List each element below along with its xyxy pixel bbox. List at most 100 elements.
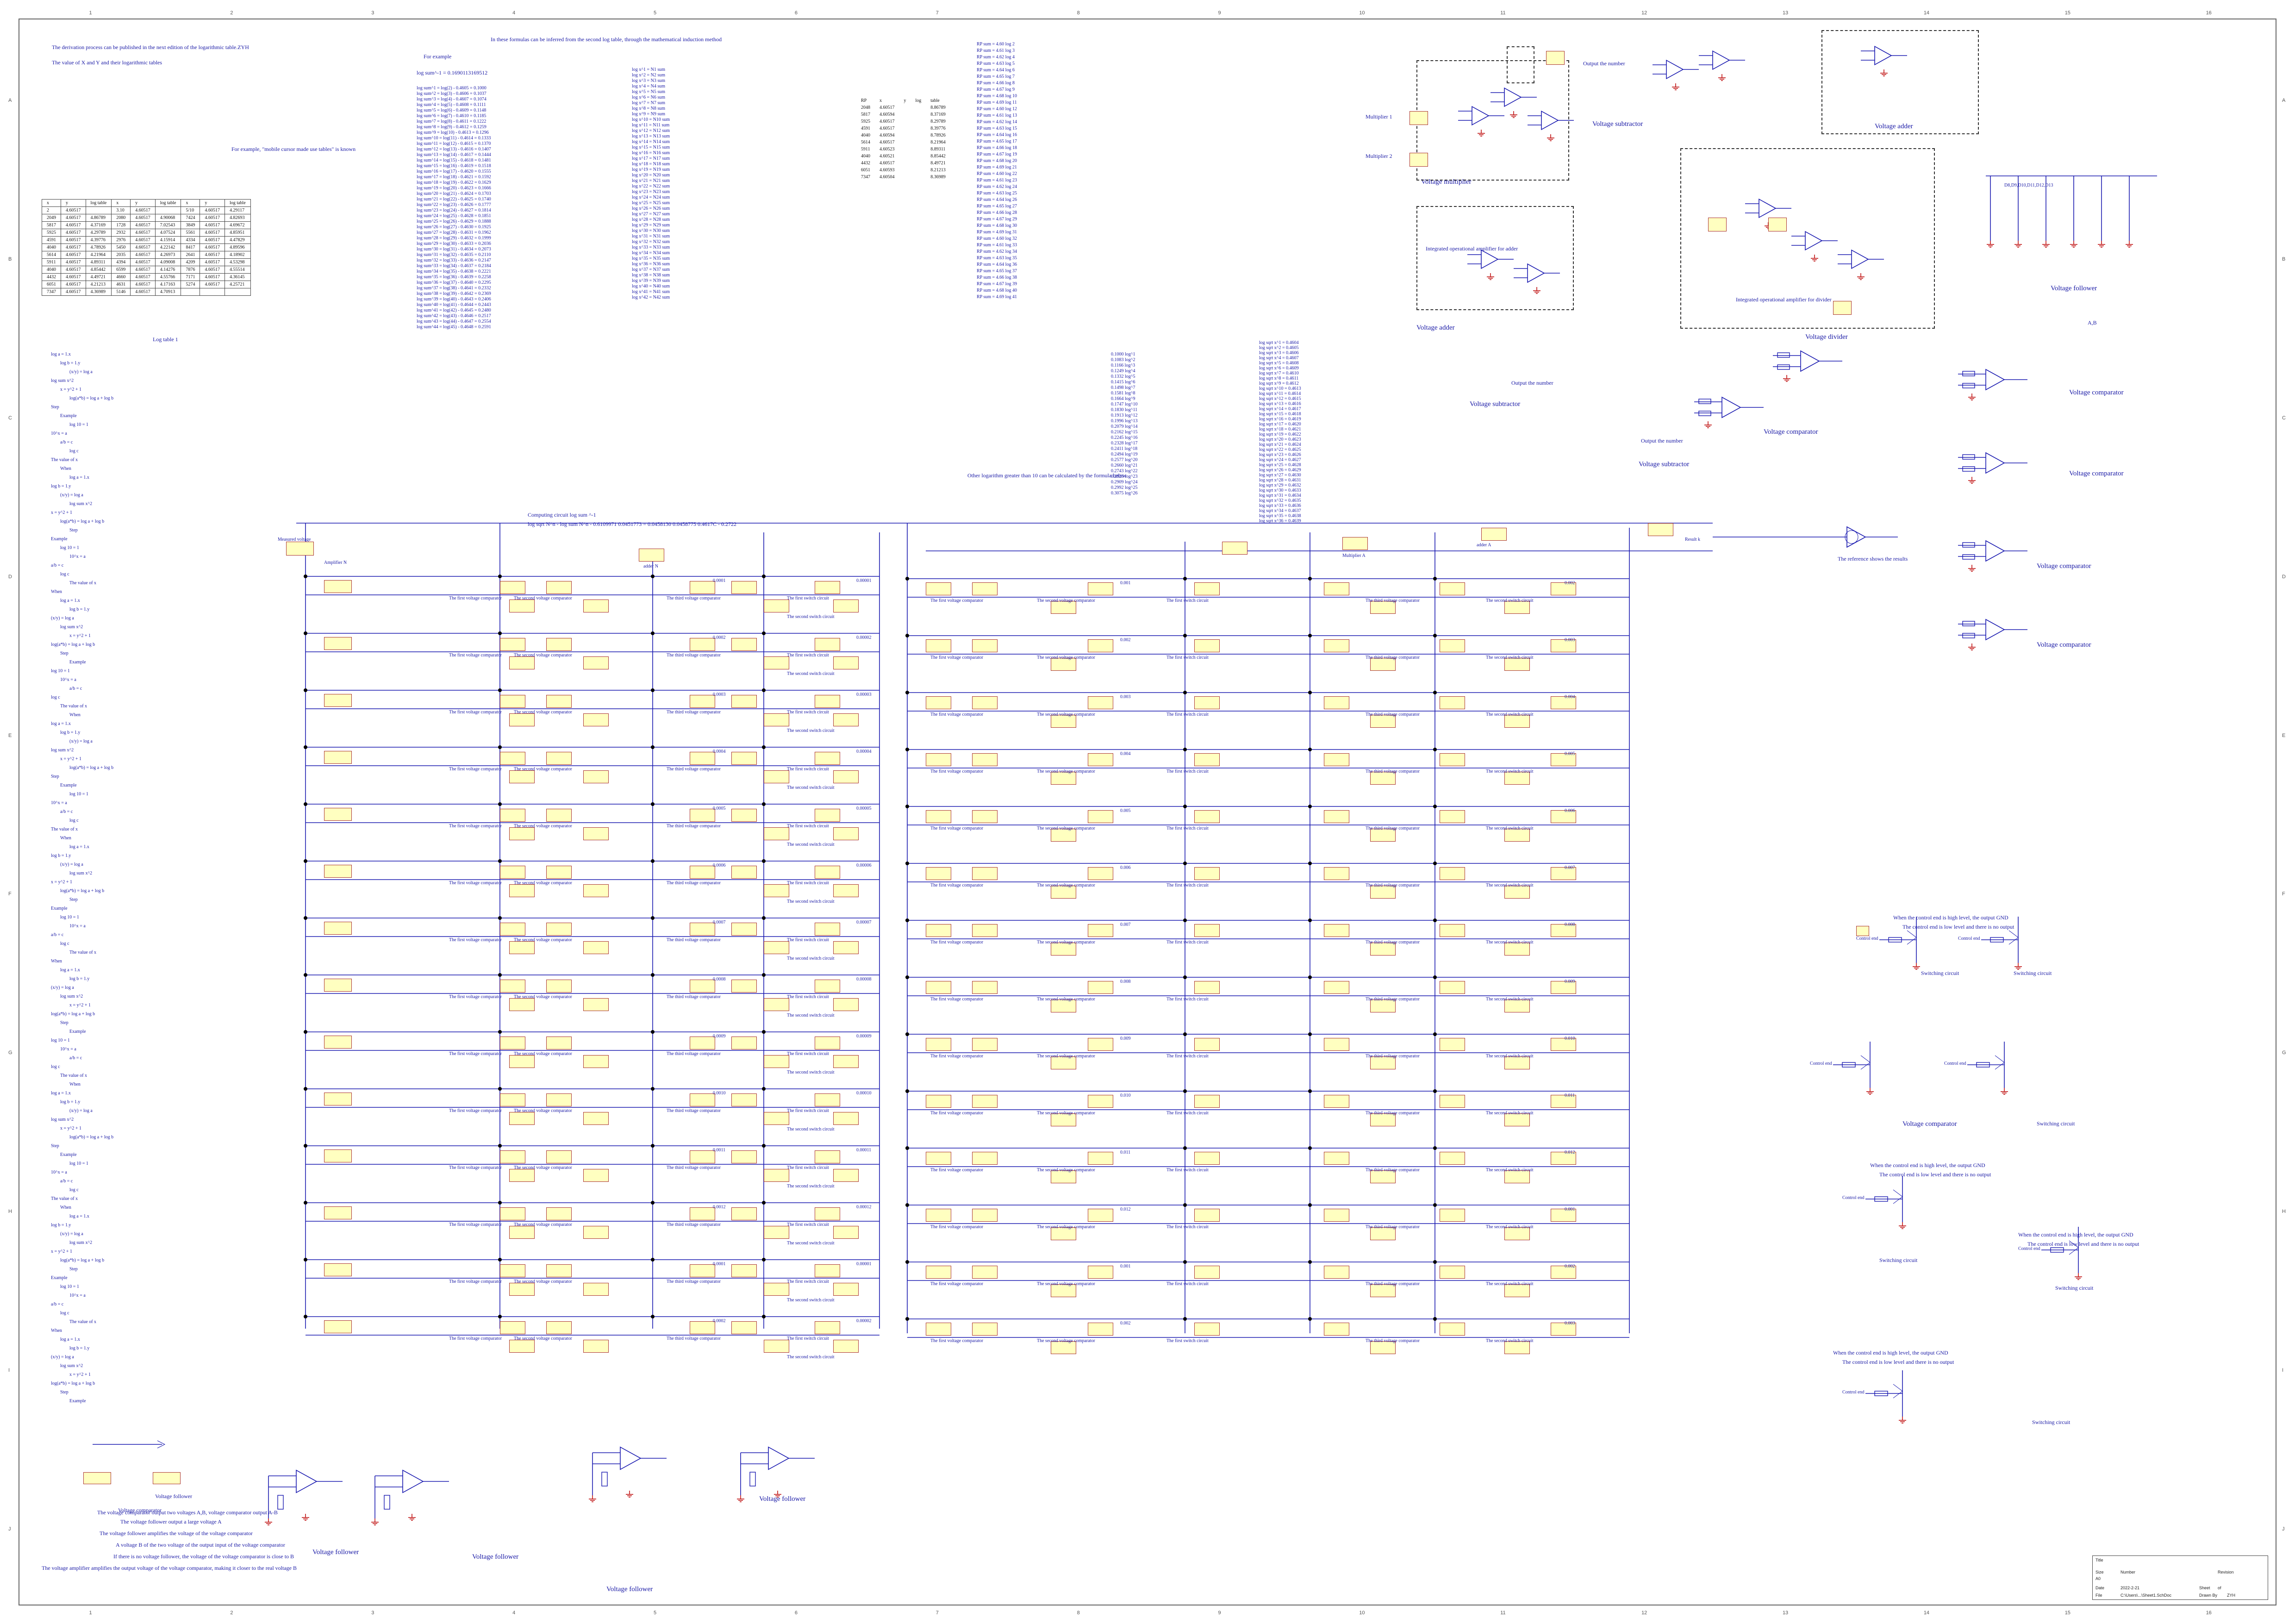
switch-block[interactable] — [1551, 639, 1576, 652]
comparator-block[interactable] — [1088, 1323, 1113, 1336]
comparator-block[interactable] — [1370, 715, 1396, 728]
comparator-block[interactable] — [1324, 639, 1349, 652]
switch-block[interactable] — [815, 638, 840, 651]
measured-voltage-block[interactable] — [926, 924, 951, 937]
comparator-block[interactable] — [1194, 1152, 1220, 1165]
comparator-block[interactable] — [546, 809, 572, 822]
comparator-block[interactable] — [1324, 1323, 1349, 1336]
ic-chip-block[interactable] — [1708, 218, 1727, 231]
comparator-block[interactable] — [972, 1095, 998, 1108]
comparator-block[interactable] — [690, 1093, 715, 1106]
measured-voltage-block[interactable] — [926, 1095, 951, 1108]
comparator-block[interactable] — [546, 1264, 572, 1277]
comparator-block[interactable] — [764, 941, 789, 954]
comparator-block[interactable] — [690, 1150, 715, 1163]
switch-block[interactable] — [833, 941, 859, 954]
comparator-block[interactable] — [500, 1150, 525, 1163]
comparator-block[interactable] — [1324, 582, 1349, 595]
comparator-block[interactable] — [546, 638, 572, 651]
comparator-block[interactable] — [500, 1264, 525, 1277]
comparator-block[interactable] — [546, 980, 572, 993]
comparator-block[interactable] — [764, 1055, 789, 1068]
comparator-block[interactable] — [583, 998, 609, 1011]
comparator-block[interactable] — [1440, 1266, 1465, 1279]
comparator-block[interactable] — [583, 1226, 609, 1239]
comparator-block[interactable] — [583, 1340, 609, 1353]
comparator-block[interactable] — [1440, 810, 1465, 823]
switch-block[interactable] — [833, 713, 859, 726]
comparator-block[interactable] — [1324, 1266, 1349, 1279]
switch-block[interactable] — [833, 770, 859, 783]
switch-block[interactable] — [1551, 867, 1576, 880]
comparator-block[interactable] — [500, 581, 525, 594]
measured-voltage-block[interactable] — [926, 810, 951, 823]
adder-block[interactable] — [639, 549, 664, 562]
measured-voltage-block[interactable] — [324, 580, 352, 593]
comparator-block[interactable] — [546, 923, 572, 936]
comparator-block[interactable] — [764, 1112, 789, 1125]
comparator-block[interactable] — [764, 656, 789, 669]
comparator-block[interactable] — [972, 582, 998, 595]
measured-voltage-block[interactable] — [324, 865, 352, 878]
comparator-block[interactable] — [500, 980, 525, 993]
comparator-block[interactable] — [509, 1283, 535, 1296]
comparator-block[interactable] — [509, 941, 535, 954]
comparator-block[interactable] — [972, 639, 998, 652]
comparator-block[interactable] — [583, 770, 609, 783]
measured-voltage-block[interactable] — [324, 1320, 352, 1333]
switch-block[interactable] — [815, 695, 840, 708]
switch-block[interactable] — [1551, 753, 1576, 766]
switch-block[interactable] — [833, 998, 859, 1011]
comparator-block[interactable] — [509, 656, 535, 669]
comparator-block[interactable] — [764, 1340, 789, 1353]
comparator-block[interactable] — [1051, 715, 1076, 728]
comparator-block[interactable] — [1194, 753, 1220, 766]
switch-block[interactable] — [833, 656, 859, 669]
multiplier-block[interactable] — [1481, 528, 1507, 541]
comparator-block[interactable] — [546, 1093, 572, 1106]
comparator-block[interactable] — [1370, 829, 1396, 842]
measured-voltage-block[interactable] — [926, 1038, 951, 1051]
multiplier-block[interactable] — [1342, 537, 1368, 550]
comparator-block[interactable] — [1088, 810, 1113, 823]
comparator-block[interactable] — [972, 1266, 998, 1279]
comparator-block[interactable] — [1440, 696, 1465, 709]
measured-voltage-block[interactable] — [926, 1266, 951, 1279]
comparator-block[interactable] — [972, 924, 998, 937]
comparator-block[interactable] — [1088, 582, 1113, 595]
comparator-block[interactable] — [1324, 1152, 1349, 1165]
comparator-block[interactable] — [583, 656, 609, 669]
comparator-block[interactable] — [1324, 753, 1349, 766]
comparator-block[interactable] — [731, 1150, 757, 1163]
comparator-block[interactable] — [690, 866, 715, 879]
comparator-block[interactable] — [972, 1038, 998, 1051]
measured-voltage-block[interactable] — [324, 1149, 352, 1162]
comparator-block[interactable] — [1088, 1152, 1113, 1165]
switch-block[interactable] — [1551, 582, 1576, 595]
comparator-block[interactable] — [583, 941, 609, 954]
comparator-block[interactable] — [1324, 1038, 1349, 1051]
comparator-block[interactable] — [1088, 1038, 1113, 1051]
comparator-block[interactable] — [1088, 753, 1113, 766]
switch-block[interactable] — [815, 752, 840, 765]
ic-chip-block[interactable] — [1546, 51, 1565, 65]
comparator-block[interactable] — [972, 810, 998, 823]
comparator-block[interactable] — [1324, 1095, 1349, 1108]
comparator-block[interactable] — [972, 753, 998, 766]
comparator-block[interactable] — [1051, 999, 1076, 1012]
comparator-block[interactable] — [764, 713, 789, 726]
comparator-block[interactable] — [583, 884, 609, 897]
comparator-block[interactable] — [1194, 1209, 1220, 1222]
switch-block[interactable] — [833, 1226, 859, 1239]
measured-voltage-block[interactable] — [324, 1093, 352, 1106]
comparator-block[interactable] — [690, 1207, 715, 1220]
switch-block[interactable] — [1551, 810, 1576, 823]
comparator-block[interactable] — [1440, 1038, 1465, 1051]
comparator-block[interactable] — [690, 1037, 715, 1049]
comparator-block[interactable] — [1194, 810, 1220, 823]
switch-block[interactable] — [1551, 981, 1576, 994]
comparator-block[interactable] — [509, 827, 535, 840]
comparator-block[interactable] — [1088, 639, 1113, 652]
comparator-block[interactable] — [1194, 1038, 1220, 1051]
comparator-block[interactable] — [731, 1264, 757, 1277]
